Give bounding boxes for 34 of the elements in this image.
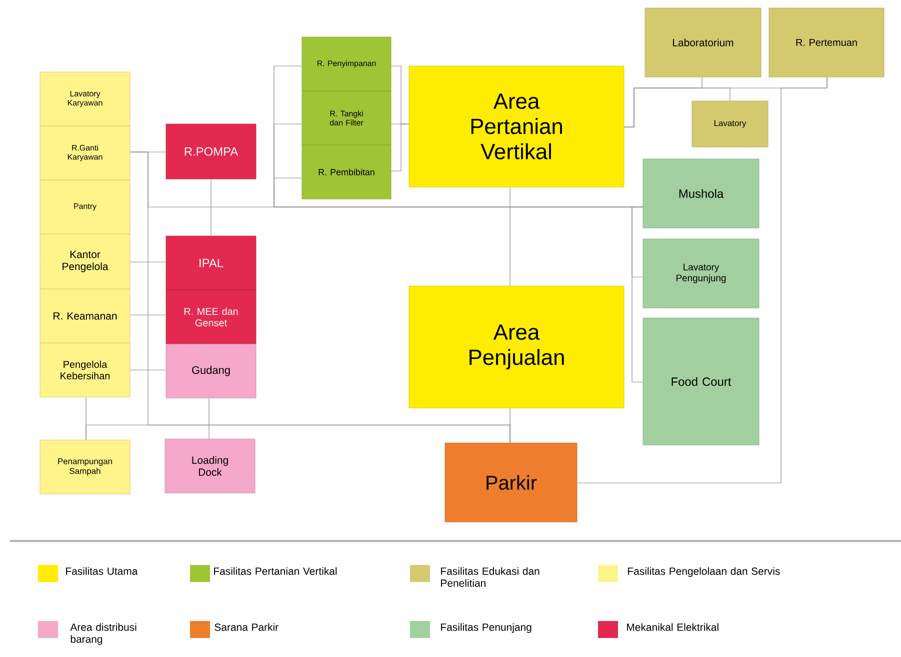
room-box: R.POMPA [166,124,256,180]
room-box: Loading Dock [164,438,256,494]
legend-label: Area distribusi barang [70,623,136,645]
connector-line [632,206,644,382]
room-box: Gudang [166,344,256,398]
legend-label: Fasilitas Utama [66,567,138,575]
connector-line [210,178,212,236]
legend-label: Fasilitas Penunjang [441,623,532,633]
room-box: R. Pertemuan [768,8,884,78]
legend-label: Fasilitas Pengelolaan dan Servis [628,567,780,577]
room-box: IPAL [166,236,256,290]
room-box: Pengelola Kebersihan [40,342,130,398]
room-box: Kantor Pengelola [40,234,130,290]
room-box: Lavatory Pengunjung [642,238,760,308]
legend-label: Fasilitas Pertanian Vertikal [214,567,337,575]
room-box: R. Keamanan [40,288,130,344]
connector-line [208,398,210,440]
connector-line [390,124,410,172]
legend-label: Mekanikal Elektrikal [627,623,718,631]
room-box: Mushola [642,158,760,228]
room-box: Food Court [642,318,760,446]
room-box: R. MEE dan Genset [166,290,256,344]
connector-line [624,88,730,128]
room-box: Laboratorium [644,8,762,78]
legend-label: Fasilitas Edukasi dan Penelitian [441,567,540,587]
legend-label: Sarana Parkir [214,623,278,631]
room-box: R. Pembibitan [302,144,392,200]
room-box: Area Penjualan [408,286,624,408]
connector-line [576,76,828,484]
room-box: Penampungan Sampah [40,440,130,494]
room-box: Area Pertanian Vertikal [408,66,624,188]
room-box: Parkir [444,442,578,522]
connector-line [130,314,166,316]
room-box: Lavatory [692,100,768,148]
